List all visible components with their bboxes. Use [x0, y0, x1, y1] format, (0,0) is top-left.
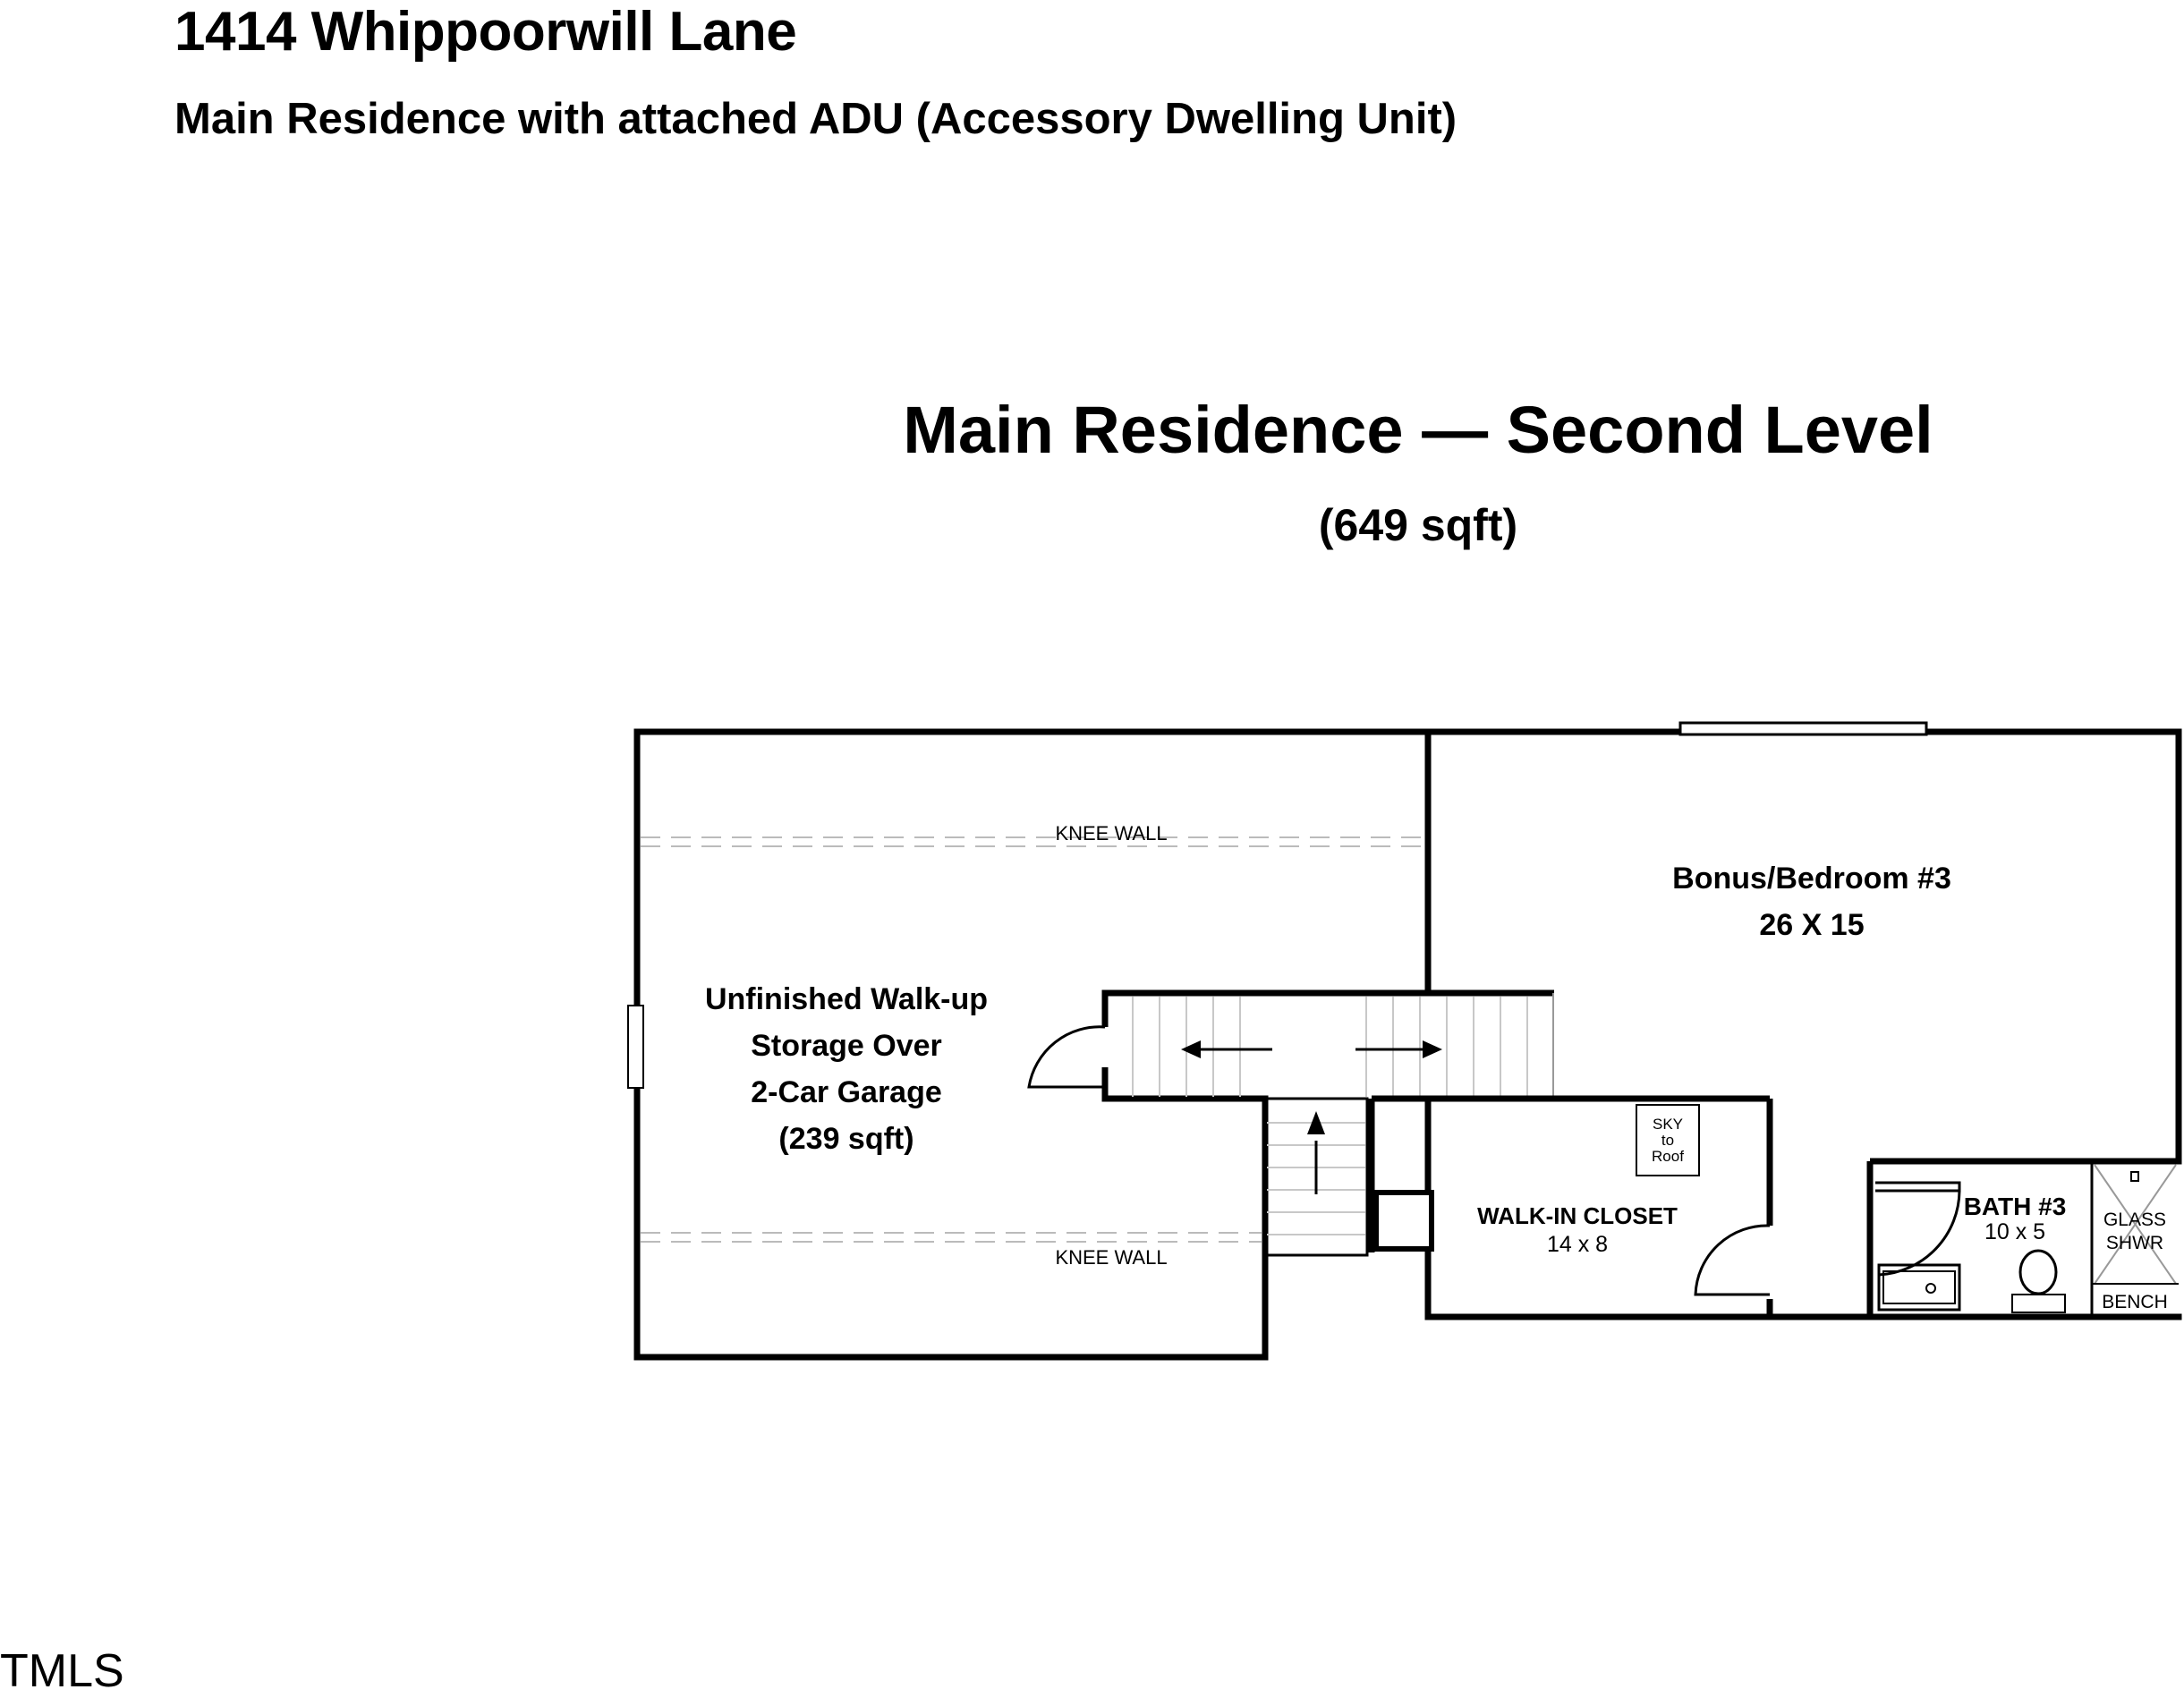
- closet-door: [1694, 1224, 1771, 1296]
- shower-label: GLASS SHWR: [2103, 1210, 2166, 1253]
- vanity: [1877, 1263, 1961, 1312]
- knee-wall-bottom-label: KNEE WALL: [1055, 1246, 1167, 1269]
- level-sqft: (649 sqft): [1318, 500, 1518, 550]
- property-subtitle: Main Residence with attached ADU (Access…: [174, 95, 1457, 143]
- svg-text:GLASS: GLASS: [2103, 1210, 2166, 1230]
- toilet: [2011, 1249, 2066, 1313]
- svg-text:26 X 15: 26 X 15: [1759, 908, 1864, 942]
- closet-walls: [1368, 1095, 1773, 1317]
- knee-wall-top-label: KNEE WALL: [1055, 822, 1167, 845]
- svg-text:Unfinished Walk-up: Unfinished Walk-up: [705, 982, 988, 1016]
- storage-label: Unfinished Walk-up Storage Over 2-Car Ga…: [705, 982, 988, 1156]
- bath-door: [1875, 1181, 1961, 1277]
- knee-walls: [641, 836, 1426, 1243]
- bath-name: BATH #3: [1964, 1193, 2067, 1220]
- window-left: [627, 1005, 644, 1089]
- closet-name: WALK-IN CLOSET: [1477, 1202, 1678, 1229]
- skylight-box: [1636, 1104, 1700, 1176]
- bath-walls: [1866, 1158, 2179, 1317]
- watermark: TMLS: [0, 1645, 124, 1697]
- stairs-upper: [1101, 989, 1554, 1102]
- bonus-label: Bonus/Bedroom #3 26 X 15: [1672, 862, 1951, 942]
- svg-text:Storage Over: Storage Over: [751, 1029, 942, 1063]
- svg-text:SHWR: SHWR: [2106, 1233, 2163, 1253]
- stairs-lower: [1263, 1097, 1369, 1257]
- skylight-label: SKY to Roof: [1652, 1116, 1684, 1165]
- svg-text:SKY: SKY: [1653, 1116, 1683, 1133]
- bench-label: BENCH: [2102, 1292, 2168, 1312]
- level-title: Main Residence — Second Level: [903, 393, 1933, 467]
- svg-text:Roof: Roof: [1652, 1148, 1684, 1165]
- stair-door: [1027, 1025, 1106, 1089]
- svg-text:(239 sqft): (239 sqft): [778, 1122, 914, 1156]
- bath-size: 10 x 5: [1984, 1219, 2045, 1244]
- svg-text:2-Car Garage: 2-Car Garage: [751, 1075, 942, 1109]
- property-address: 1414 Whippoorwill Lane: [174, 1, 797, 63]
- svg-text:to: to: [1661, 1132, 1674, 1149]
- window-top: [1678, 721, 1928, 736]
- chase: [1373, 1190, 1434, 1252]
- closet-size: 14 x 8: [1547, 1232, 1608, 1257]
- svg-text:Bonus/Bedroom #3: Bonus/Bedroom #3: [1672, 862, 1951, 896]
- glass-shower: [2092, 1164, 2179, 1285]
